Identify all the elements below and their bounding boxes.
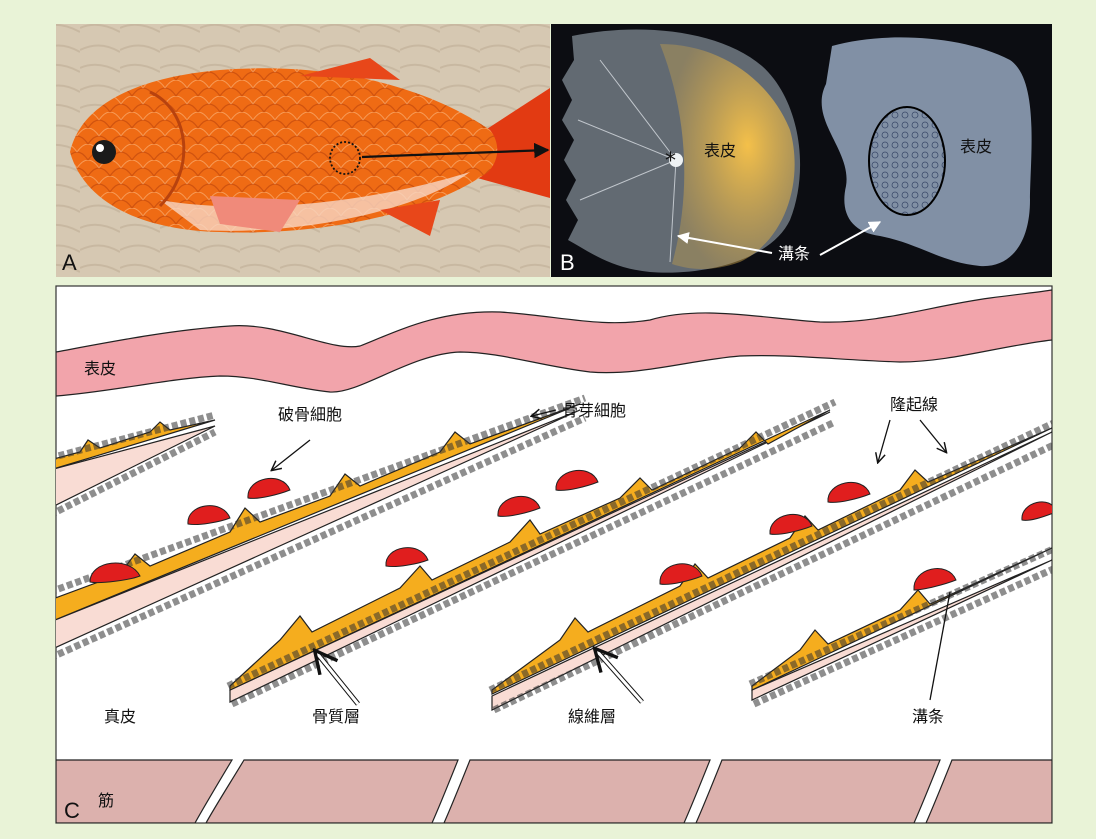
osteoblast-label: 骨芽細胞 xyxy=(562,401,626,420)
ridge-line-label: 隆起線 xyxy=(890,395,938,414)
scale-left-epidermis-label: 表皮 xyxy=(704,141,736,160)
bone-layer-label: 骨質層 xyxy=(312,707,360,726)
fibrous-layer-label: 線維層 xyxy=(568,707,616,726)
dermis-label: 真皮 xyxy=(104,707,136,726)
focus-asterisk: * xyxy=(665,149,676,174)
panel-c-diagram: 表皮 破骨細胞 骨芽細胞 隆起線 真皮 骨質層 線維層 溝条 筋 C xyxy=(50,286,1060,823)
osteoclast-label: 破骨細胞 xyxy=(278,405,342,424)
epidermis-label: 表皮 xyxy=(84,359,116,378)
scale-right-epidermis-label: 表皮 xyxy=(960,137,992,156)
muscle-label: 筋 xyxy=(98,791,114,810)
panel-b-photos: * 表皮 表皮 溝条 B xyxy=(551,24,1052,277)
panel-c-letter: C xyxy=(64,798,80,823)
groove-label: 溝条 xyxy=(912,707,944,726)
panel-a-photo: A xyxy=(56,24,550,277)
panel-b-groove-label: 溝条 xyxy=(778,244,810,263)
panel-b-letter: B xyxy=(560,250,575,275)
panel-a-letter: A xyxy=(62,250,77,275)
